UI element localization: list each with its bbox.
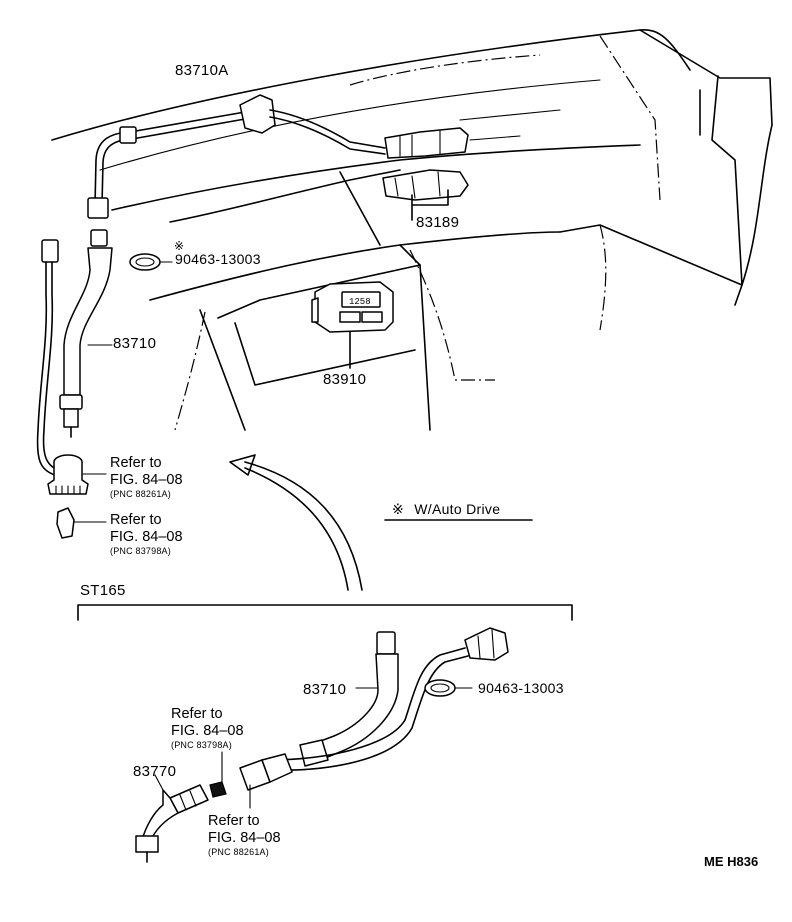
callout-90463-13003-bottom: 90463-13003	[478, 680, 564, 696]
variant-label: ST165	[80, 582, 126, 599]
callout-83189: 83189	[416, 214, 460, 231]
st165-assembly	[135, 627, 509, 863]
sensor-wire-left	[36, 239, 59, 476]
auto-drive-note: ※ W/Auto Drive	[392, 501, 500, 517]
note-symbol-marker: ※	[174, 239, 185, 253]
st165-bracket	[77, 604, 573, 621]
cable-83710-top	[59, 229, 113, 438]
oil-seal-top	[56, 507, 107, 539]
callout-83710-bottom: 83710	[303, 681, 347, 698]
reference-1: Refer to FIG. 84–08 (PNC 88261A)	[110, 455, 183, 499]
reference-2: Refer to FIG. 84–08 (PNC 83798A)	[110, 512, 183, 556]
cable-transmitter	[239, 94, 276, 134]
note-symbol: ※	[392, 501, 405, 517]
cable-83710a	[87, 94, 469, 219]
dashboard-outline	[51, 29, 773, 431]
drawing-code: ME H836	[704, 854, 759, 869]
switch-83189	[382, 169, 469, 221]
cable-end-fitting	[87, 197, 109, 219]
cable-grommet	[119, 126, 137, 144]
svg-text:1258: 1258	[349, 297, 371, 307]
reference-3: Refer to FIG. 84–08 (PNC 83798A)	[171, 706, 244, 750]
callout-83710a: 83710A	[175, 62, 229, 79]
sensor-connector	[384, 127, 469, 159]
curved-arrow	[229, 454, 363, 591]
note-text: W/Auto Drive	[414, 501, 501, 517]
callout-83770: 83770	[133, 763, 177, 780]
clamp-top	[129, 253, 173, 271]
reference-4: Refer to FIG. 84–08 (PNC 88261A)	[208, 813, 281, 857]
callout-83910: 83910	[323, 371, 367, 388]
clock-83910: 1258	[311, 281, 394, 369]
callout-90463-13003-top: 90463-13003	[175, 251, 261, 267]
callout-83710-top: 83710	[113, 335, 157, 352]
driven-gear-top	[47, 454, 107, 495]
